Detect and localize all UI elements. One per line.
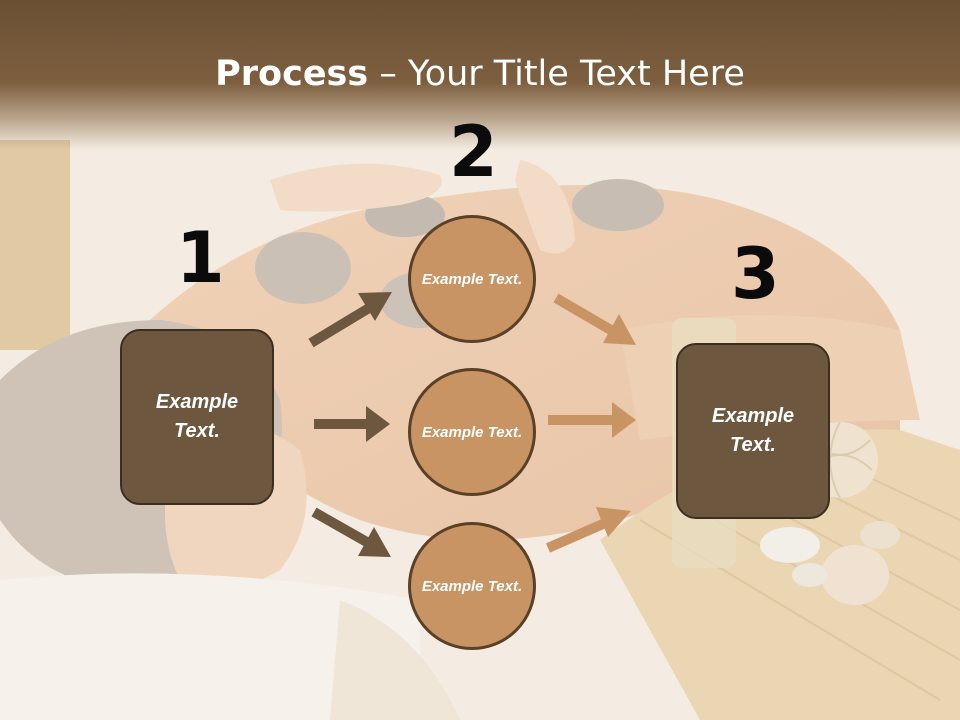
arrow-2b-to-3 [548,402,636,438]
step-3-box: Example Text. [676,343,830,519]
step-3-label: Example Text. [711,405,795,456]
step-2-circle-middle: Example Text. [408,368,536,496]
step-2-label-bottom: Example Text. [421,577,523,595]
step-2-label-middle: Example Text. [421,423,523,441]
arrow-1-to-2b [314,406,390,442]
arrow-1-to-2c [311,507,391,557]
step-2-circle-bottom: Example Text. [408,522,536,650]
page-title: Process – Your Title Text Here [0,50,960,98]
arrow-2c-to-3 [545,507,631,553]
arrow-2a-to-3 [553,293,636,345]
title-banner [0,0,960,150]
step-number-1: 1 [176,217,225,299]
step-number-2: 2 [449,111,498,193]
step-2-circle-top: Example Text. [408,215,536,343]
step-1-box: Example Text. [120,329,274,505]
step-2-label-top: Example Text. [421,270,523,288]
arrow-1-to-2a [308,292,392,348]
title-strong: Process [215,54,369,94]
title-rest: – Your Title Text Here [368,54,745,94]
step-1-label: Example Text. [155,391,239,442]
step-number-3: 3 [731,233,780,315]
